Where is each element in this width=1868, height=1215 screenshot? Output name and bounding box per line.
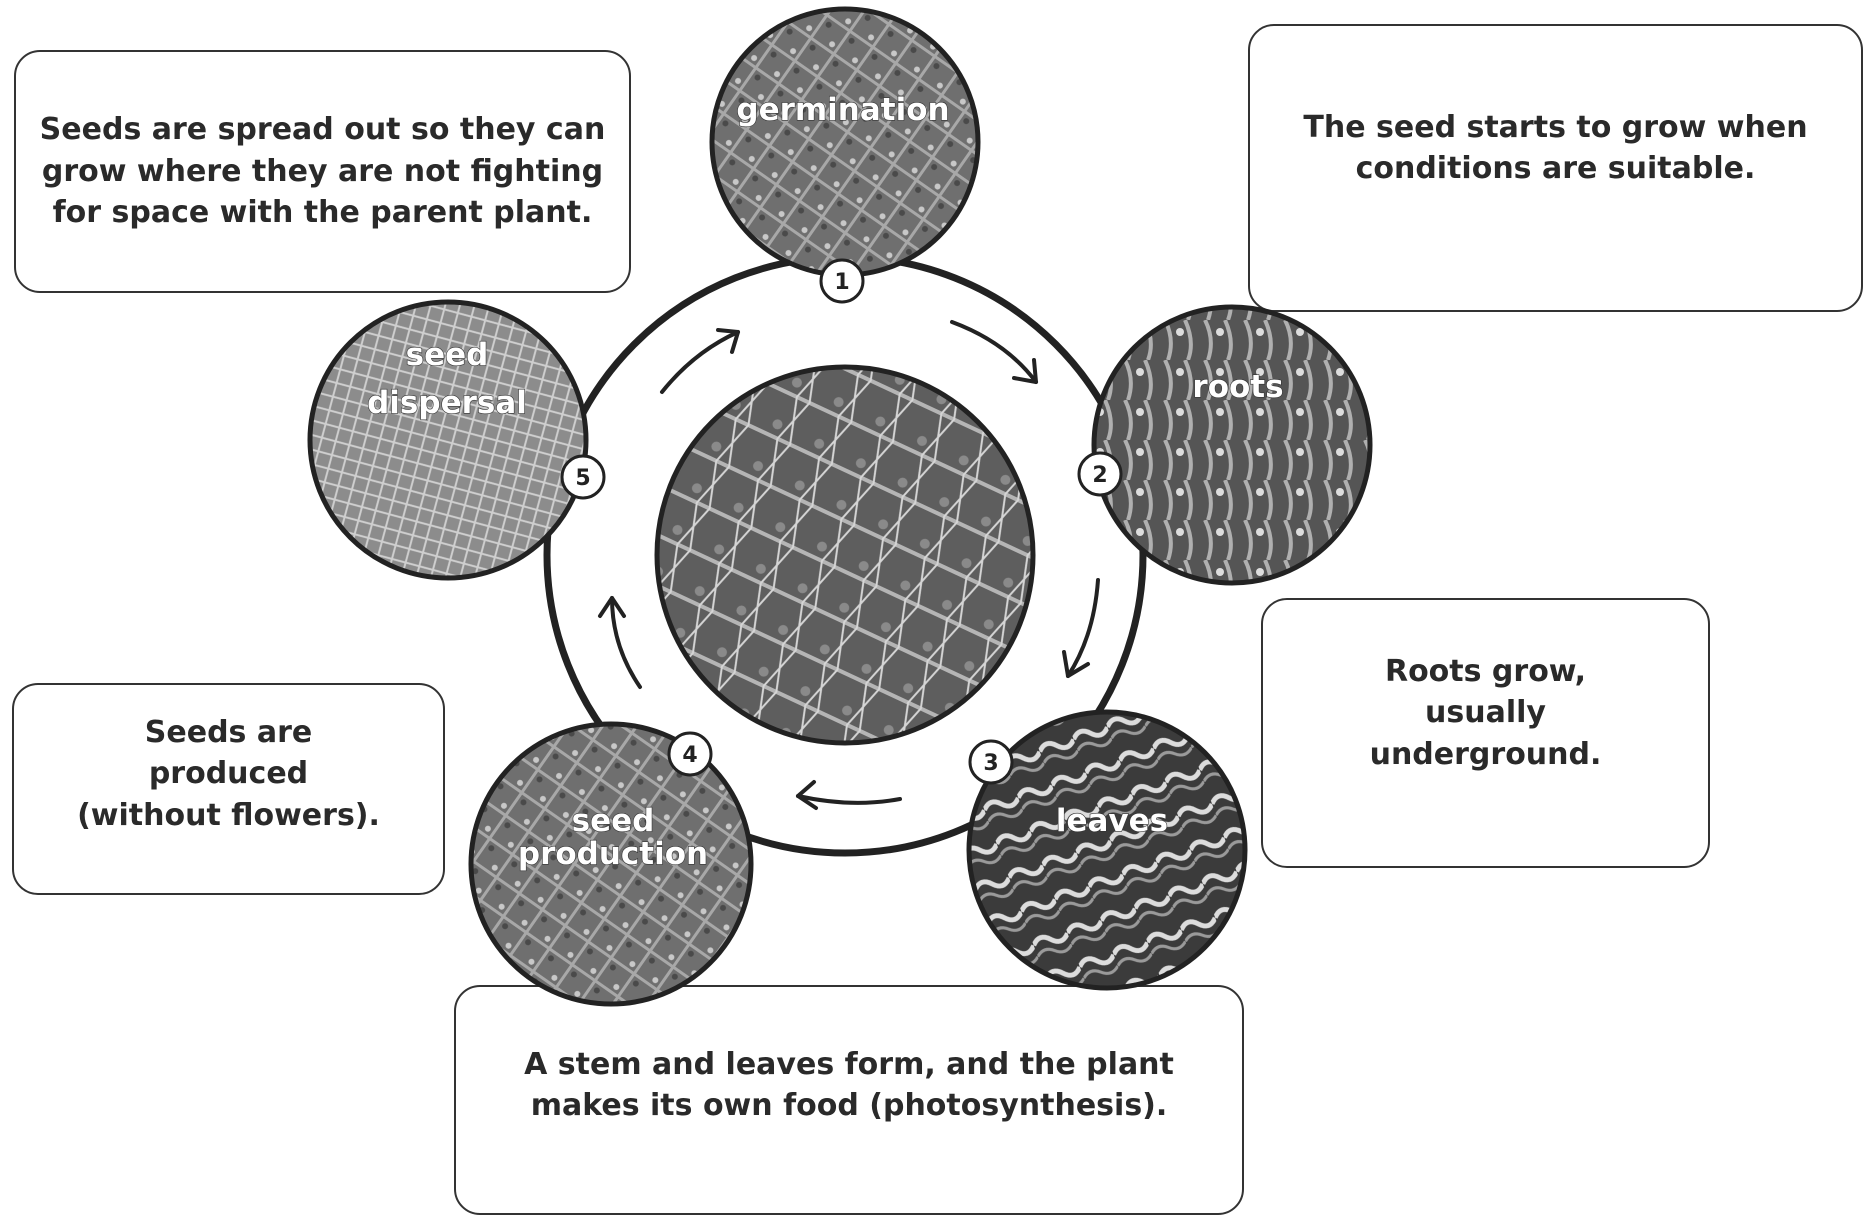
roots-label: roots xyxy=(1192,369,1283,405)
svg-text:5: 5 xyxy=(575,466,590,491)
svg-text:3: 3 xyxy=(983,751,998,776)
roots-photo xyxy=(1094,307,1370,583)
stage-number-badge-4: 4 xyxy=(669,733,711,775)
svg-text:2: 2 xyxy=(1092,463,1107,488)
arrow-4-to-5 xyxy=(600,598,640,687)
svg-text:4: 4 xyxy=(682,743,697,768)
stage-number-badge-3: 3 xyxy=(970,741,1012,783)
seed-production-label-line-2: production xyxy=(518,836,708,872)
center-fern-photo xyxy=(657,367,1033,743)
stage-number-badge-2: 2 xyxy=(1079,453,1121,495)
stage-number-badge-1: 1 xyxy=(821,260,863,302)
seed-dispersal-label-line-2: dispersal xyxy=(367,385,527,421)
arrow-5-to-1 xyxy=(662,330,738,392)
seed-production-label-line-1: seed xyxy=(572,803,655,839)
germination-label: germination xyxy=(736,92,949,128)
arrow-2-to-3 xyxy=(1064,580,1098,676)
seed-dispersal-label-line-1: seed xyxy=(406,337,489,373)
arrow-1-to-2 xyxy=(952,322,1036,382)
leaves-label: leaves xyxy=(1056,803,1168,839)
arrow-3-to-4 xyxy=(798,782,900,808)
stage-number-badge-5: 5 xyxy=(562,456,604,498)
svg-text:1: 1 xyxy=(834,270,849,295)
germination-photo xyxy=(712,9,978,275)
